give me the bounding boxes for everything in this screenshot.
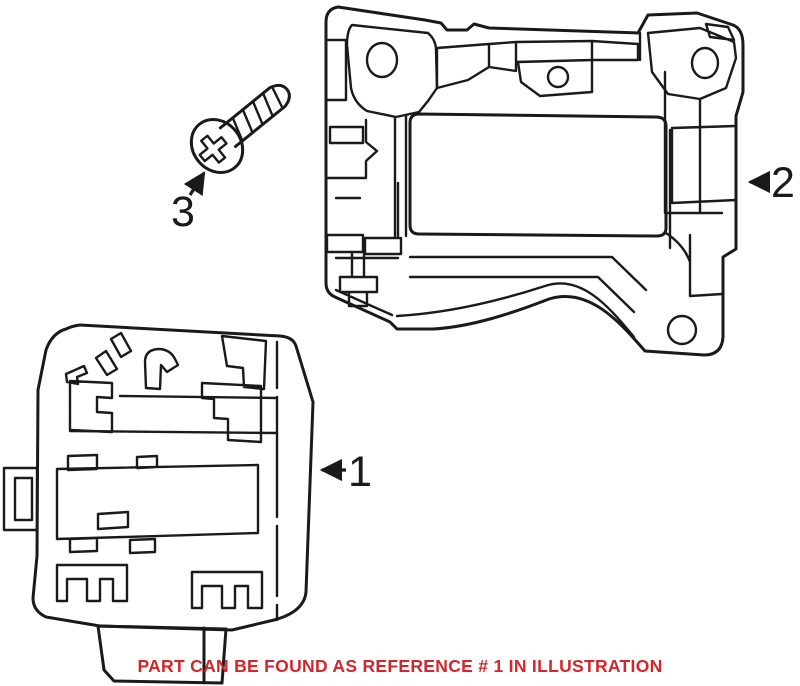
part-label-1: 1 [348,448,372,496]
screw-threads [231,85,284,143]
module-connector [55,453,260,555]
bracket-right-ear [646,22,738,101]
bracket-left-ear [345,23,439,119]
reference-caption: PART CAN BE FOUND AS REFERENCE # 1 IN IL… [137,656,663,676]
screw-phillips-cross [198,134,228,164]
leader-arrow-3 [183,171,206,197]
bracket-left-ear-hole [365,41,399,79]
module-outline [31,323,315,632]
part-label-3: 3 [171,188,195,236]
module-left-tab [2,466,39,532]
bracket-top-plate [435,31,642,98]
bracket-illustration [324,5,745,357]
module-face-lines [68,394,279,435]
bracket-center-window [408,112,668,238]
module-staple-cutouts [55,563,264,610]
bracket-right-ear-hole [690,46,720,80]
screw-head [189,118,245,174]
screw-shaft [218,83,291,149]
module-illustration [2,323,315,685]
bracket-inner-details [324,38,738,339]
callout-2: 2 [747,159,795,207]
module-top-face-slots [64,331,268,444]
part-label-2: 2 [771,159,795,207]
bracket-top-plate-hole [546,65,570,89]
module-bottom-tab [96,624,228,685]
callout-3: 3 [171,171,206,236]
bracket-bottom-hole [666,314,698,346]
bracket-outline [324,5,745,357]
callout-1: 1 [319,448,372,496]
screw-illustration [189,83,291,174]
